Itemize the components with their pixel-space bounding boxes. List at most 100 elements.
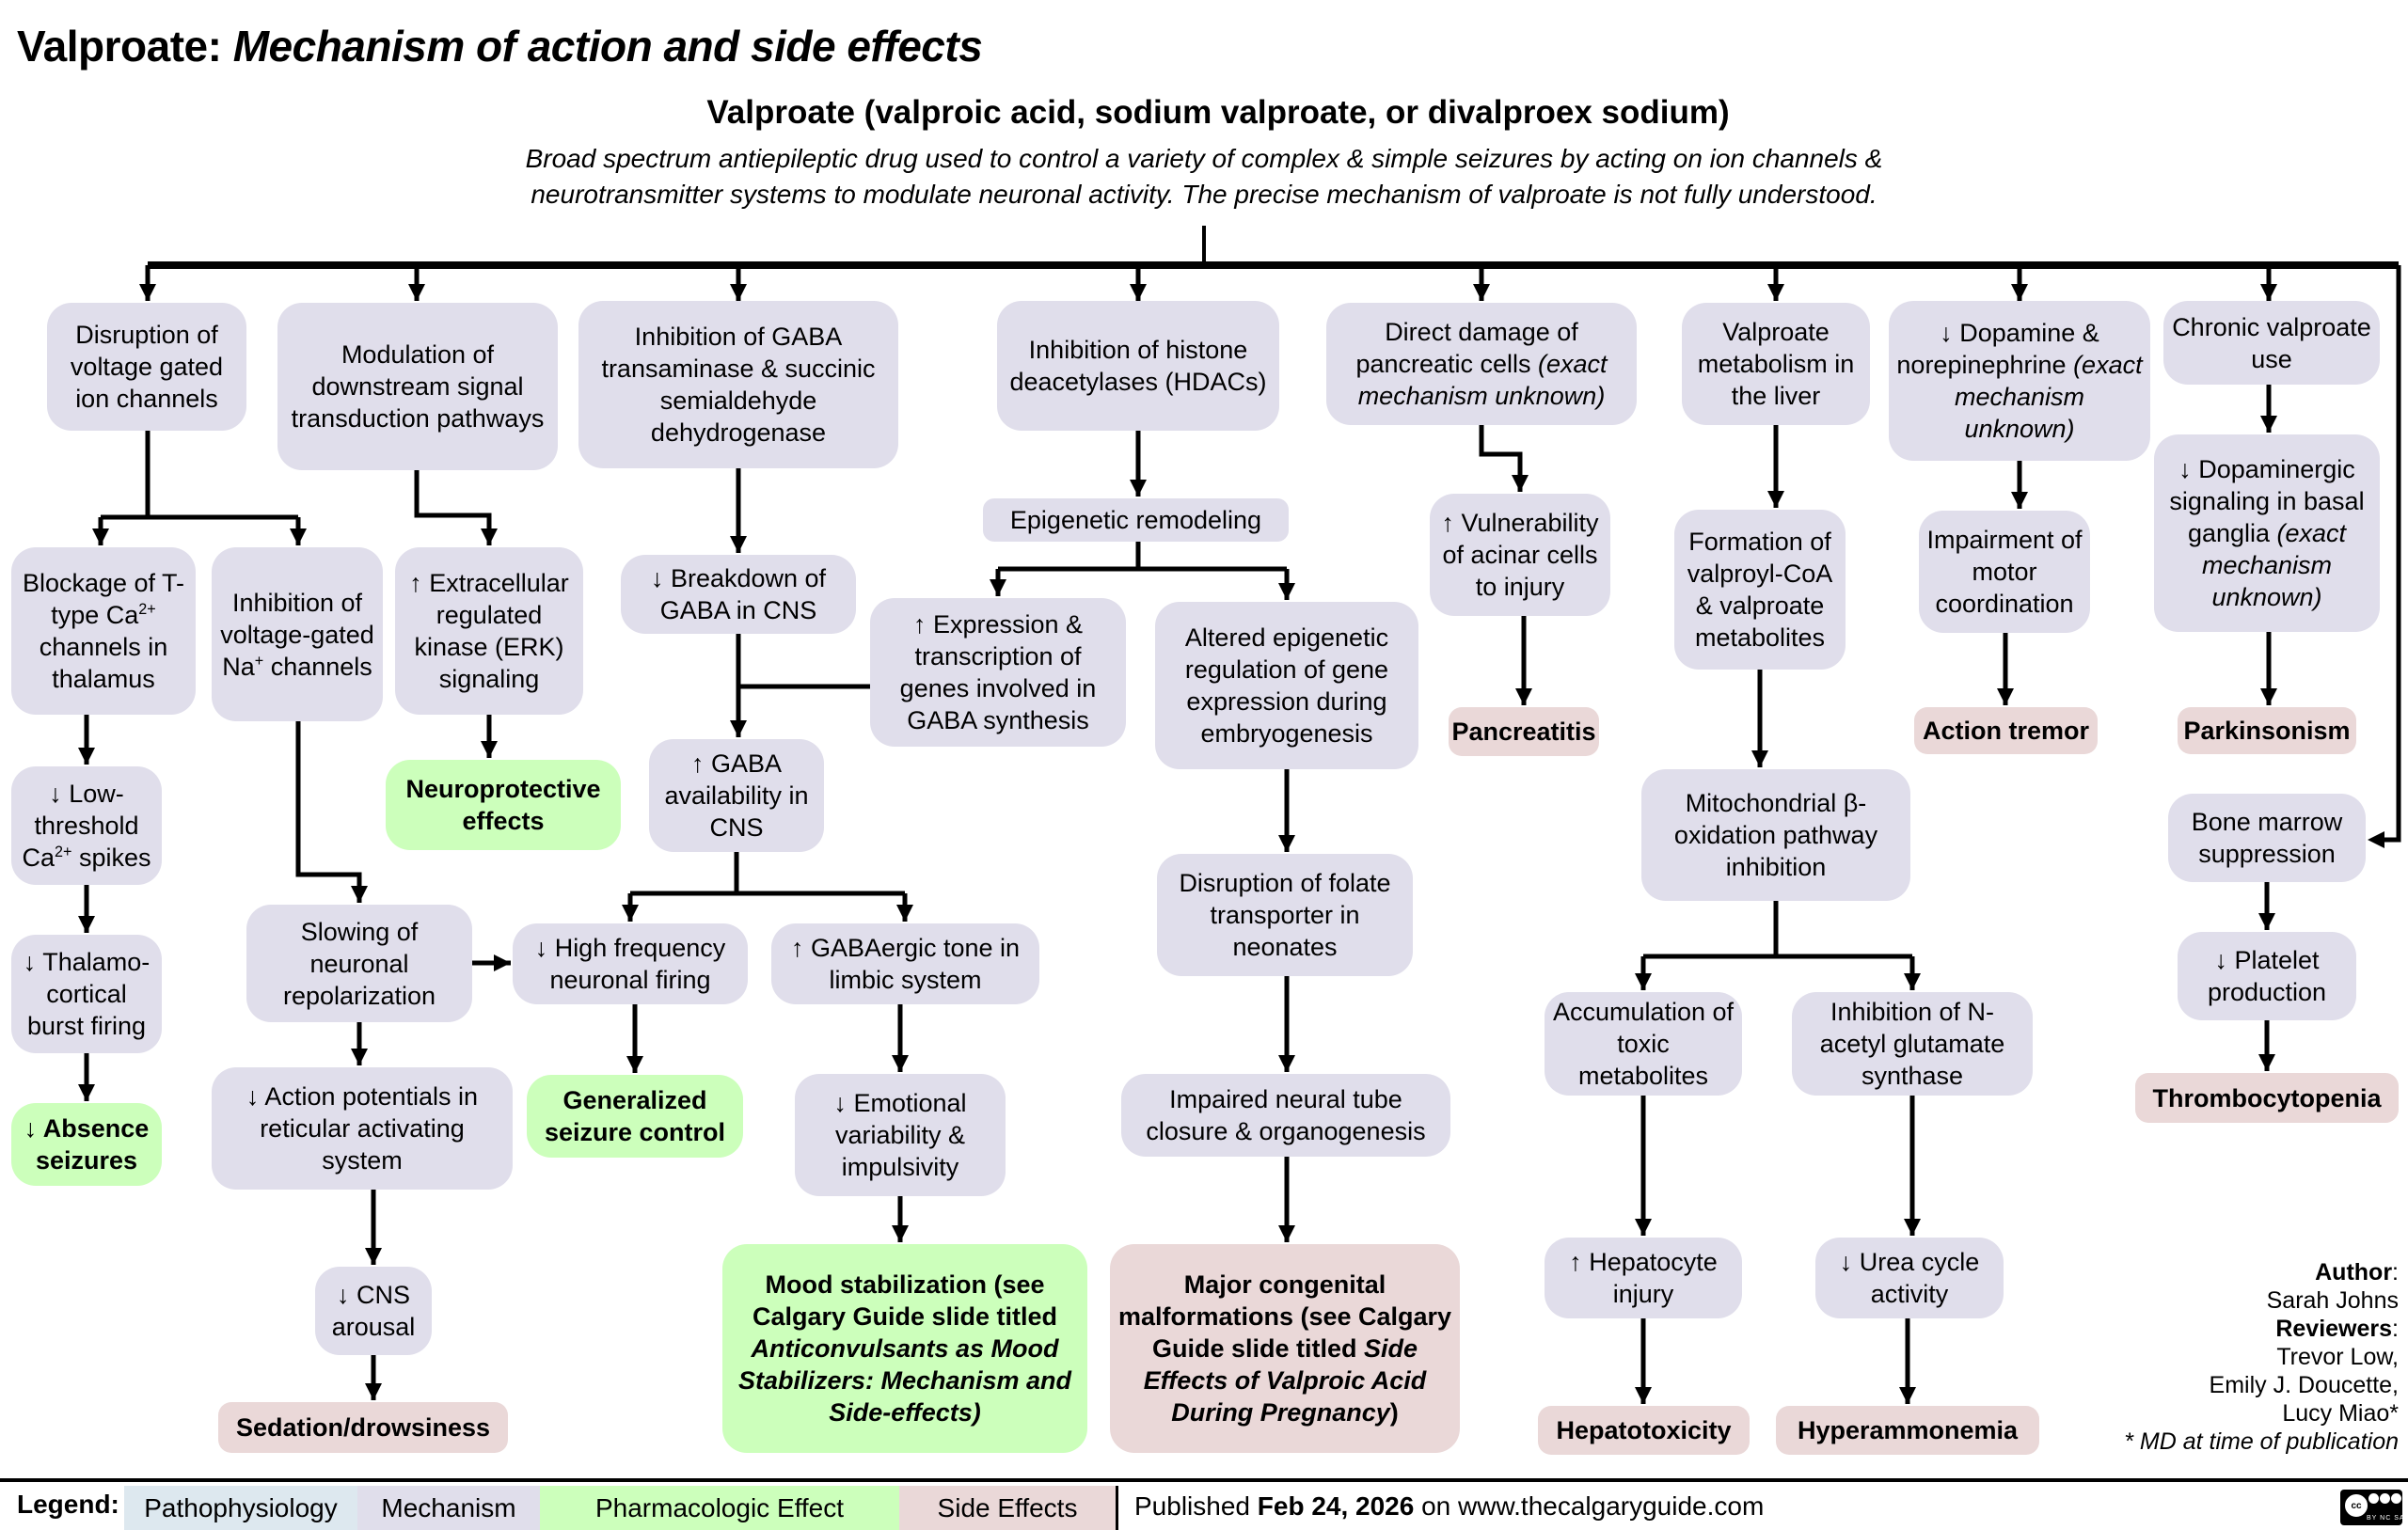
node-gaba-expression: ↑ Expression & transcription of genes in… [870, 598, 1126, 747]
arrowhead [2368, 831, 2384, 848]
arrowhead [2260, 416, 2277, 433]
legend-pathophysiology: Pathophysiology [124, 1486, 357, 1530]
arrowhead [494, 954, 511, 971]
drug-subtitle: Valproate (valproic acid, sodium valproa… [706, 94, 1730, 131]
author-label: Author [2315, 1259, 2393, 1286]
node-text: Blockage of T-type Ca2+ channels in thal… [19, 567, 188, 695]
arrowhead [1904, 1219, 1921, 1236]
noncommercial-icon [2380, 1493, 2390, 1504]
arrowhead [290, 528, 307, 545]
node-bone-marrow: Bone marrow suppression [2168, 794, 2366, 882]
node-text: ↓ Low-threshold Ca2+ spikes [15, 778, 158, 874]
node-text-part: channels in thalamus [39, 633, 168, 693]
node-neuroprotective: Neuroprotective effects [386, 760, 621, 850]
node-t-type-ca: Blockage of T-type Ca2+ channels in thal… [11, 547, 196, 715]
arrowhead [365, 1383, 382, 1400]
node-text: ↓ Dopamine & norepinephrine (exact mecha… [1896, 317, 2143, 445]
node-altered-epigenetic: Altered epigenetic regulation of gene ex… [1155, 602, 1418, 769]
arrowhead [92, 528, 109, 545]
node-gabaergic-tone: ↑ GABAergic tone in limbic system [771, 923, 1039, 1004]
node-generalized-control: Generalized seizure control [527, 1075, 743, 1158]
page-title: Valproate: Mechanism of action and side … [17, 21, 983, 71]
arrowhead [1473, 284, 1490, 301]
reviewer-name: Trevor Low, [2276, 1344, 2399, 1370]
arrowhead [892, 1225, 909, 1242]
reviewer-name: Emily J. Doucette, [2209, 1372, 2399, 1398]
node-sedation: Sedation/drowsiness [218, 1402, 508, 1453]
node-toxic-metabolites: Accumulation of toxic metabolites [1545, 992, 1742, 1096]
reviewer-name: Lucy Miao* [2282, 1400, 2399, 1427]
superscript: + [254, 652, 264, 670]
node-text-italic: Anticonvulsants as Mood Stabilizers: Mec… [737, 1334, 1072, 1427]
arrowhead [1635, 1219, 1652, 1236]
node-text: ↓ Dopaminergic signaling in basal gangli… [2162, 453, 2372, 613]
superscript: 2+ [138, 601, 156, 618]
arrowhead [78, 1084, 95, 1101]
arrowhead [2011, 284, 2028, 301]
node-platelet: ↓ Platelet production [2178, 932, 2356, 1020]
legend-pharmacologic-effect: Pharmacologic Effect [540, 1486, 899, 1530]
node-action-potentials: ↓ Action potentials in reticular activat… [212, 1067, 513, 1190]
arrowhead [78, 748, 95, 765]
node-text-part: spikes [71, 844, 151, 872]
arrowhead [1767, 284, 1784, 301]
arrowhead [1512, 475, 1529, 492]
cc-license-badge[interactable]: cc BY NC SA [2340, 1490, 2405, 1525]
drug-description: Broad spectrum antiepileptic drug used t… [310, 141, 2098, 213]
arrowhead [1278, 1055, 1295, 1072]
cc-icon: cc [2343, 1492, 2369, 1519]
node-text: Inhibition of voltage-gated Na+ channels [219, 587, 375, 683]
credits-block: Author: Sarah Johns Reviewers: Trevor Lo… [2124, 1259, 2399, 1455]
published-url[interactable]: on www.thecalgaryguide.com [1414, 1491, 1765, 1521]
node-text-part: channels [263, 652, 372, 681]
node-neural-tube: Impaired neural tube closure & organogen… [1121, 1074, 1450, 1157]
legend-mechanism: Mechanism [357, 1486, 540, 1530]
node-dopaminergic: ↓ Dopaminergic signaling in basal gangli… [2154, 434, 2380, 632]
node-liver-metabolism: Valproate metabolism in the liver [1682, 303, 1870, 425]
node-congenital: Major congenital malformations (see Calg… [1110, 1244, 1460, 1453]
author-name: Sarah Johns [2266, 1287, 2399, 1314]
node-text: Major congenital malformations (see Calg… [1117, 1269, 1452, 1428]
arrowhead [1130, 480, 1147, 497]
arrowhead [351, 1049, 368, 1065]
title-drug: Valproate: [17, 22, 222, 71]
arrowhead [1997, 688, 2014, 705]
node-dopamine: ↓ Dopamine & norepinephrine (exact mecha… [1889, 301, 2150, 461]
title-topic: Mechanism of action and side effects [232, 22, 983, 71]
attribution-icon [2368, 1493, 2379, 1504]
arrowhead [351, 886, 368, 903]
arrowhead [730, 720, 747, 737]
arrowhead [1278, 583, 1295, 600]
arrowhead [1515, 688, 1532, 705]
node-thalamocortical: ↓ Thalamo-cortical burst firing [11, 935, 162, 1053]
node-text: Mood stabilization (see Calgary Guide sl… [730, 1269, 1080, 1428]
credits-note: * MD at time of publication [2124, 1428, 2399, 1455]
arrowhead [1278, 1225, 1295, 1242]
legend-divider [1116, 1486, 1118, 1530]
superscript: 2+ [55, 844, 72, 860]
connector-line [2384, 265, 2401, 843]
node-text-italic: (exact mechanism unknown) [1954, 351, 2143, 443]
arrowhead [622, 905, 639, 922]
node-text-italic: (exact mechanism unknown) [2201, 519, 2347, 611]
node-hepatotoxicity: Hepatotoxicity [1538, 1406, 1750, 1455]
arrowhead [1904, 973, 1921, 990]
node-mood-stabilization: Mood stabilization (see Calgary Guide sl… [722, 1244, 1087, 1453]
node-valproyl-coa: Formation of valproyl-CoA & valproate me… [1674, 510, 1846, 670]
node-nags: Inhibition of N-acetyl glutamate synthas… [1792, 992, 2033, 1096]
node-pancreatitis: Pancreatitis [1449, 707, 1599, 756]
node-text-part: ↓ Dopamine & norepinephrine [1896, 319, 2099, 379]
sharealike-icon [2391, 1493, 2401, 1504]
node-action-tremor: Action tremor [1914, 707, 2098, 754]
footer-rule [0, 1478, 2408, 1482]
license-terms: BY NC SA [2367, 1515, 2405, 1522]
node-erk: ↑ Extracellular regulated kinase (ERK) s… [395, 547, 583, 715]
node-hdac: Inhibition of histone deacetylases (HDAC… [997, 301, 1279, 431]
arrowhead [626, 1056, 643, 1073]
connector-line [295, 721, 362, 903]
node-parkinsonism: Parkinsonism [2178, 707, 2356, 754]
legend: Legend: Pathophysiology Mechanism Pharma… [0, 1482, 2408, 1530]
node-text-part: ↓ Low-threshold Ca [22, 780, 139, 872]
node-na-channels: Inhibition of voltage-gated Na+ channels [212, 547, 383, 721]
arrowhead [481, 528, 498, 545]
